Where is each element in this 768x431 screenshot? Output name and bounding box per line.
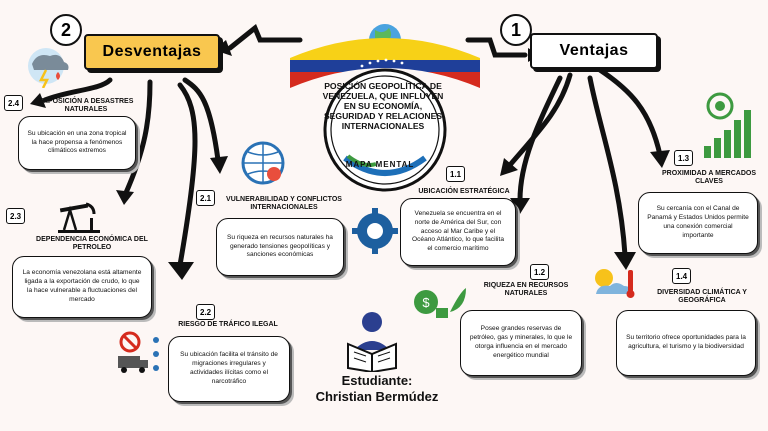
badge-2-3: 2.3: [6, 208, 26, 224]
storm-icon: [28, 48, 69, 88]
badge-1-4: 1.4: [672, 268, 692, 284]
student-name: Christian Bermúdez: [315, 388, 439, 404]
right-branch-number: 1: [500, 14, 532, 46]
heading-2-3: DEPENDENCIA ECONÓMICA DEL PETROLEO: [36, 236, 148, 252]
student-label: Estudiante:: [341, 373, 413, 388]
heading-1-2: RIQUEZA EN RECURSOS NATURALES: [483, 282, 569, 298]
desventajas-title: Desventajas: [84, 34, 220, 70]
card-1-2: Posee grandes reservas de petróleo, gas …: [460, 310, 582, 376]
badge-1-1: 1.1: [446, 166, 466, 182]
central-emblem: [290, 24, 480, 192]
svg-text:$: $: [422, 295, 430, 310]
card-2-2: Su ubicación facilita el tránsito de mig…: [168, 336, 290, 402]
card-2-1: Su riqueza en recursos naturales ha gene…: [216, 218, 344, 276]
card-1-3: Su cercanía con el Canal de Panamá y Est…: [638, 192, 758, 254]
heading-2-1: VULNERABILIDAD Y CONFLICTOS INTERNACIONA…: [226, 196, 342, 212]
card-2-3: La economía venezolana está altamente li…: [12, 256, 152, 318]
card-1-4: Su territorio ofrece oportunidades para …: [616, 310, 756, 376]
center-label: MAPA MENTAL: [345, 160, 415, 169]
ventajas-title: Ventajas: [530, 33, 658, 69]
target-growth-icon: [704, 92, 751, 158]
heading-2-2: RIESGO DE TRÁFICO ILEGAL: [178, 321, 278, 328]
student-block: Estudiante: Christian Bermúdez: [302, 373, 452, 404]
oil-pump-icon: [58, 202, 100, 233]
badge-2-1: 2.1: [196, 190, 216, 206]
badge-2-2: 2.2: [196, 304, 216, 320]
reader-icon: [347, 312, 397, 372]
heading-1-4: DIVERSIDAD CLIMÁTICA Y GEOGRÁFICA: [657, 289, 747, 305]
badge-1-3: 1.3: [674, 150, 694, 166]
no-truck-icon: [118, 331, 159, 373]
heading-1-3: PROXIMIDAD A MERCADOS CLAVES: [662, 170, 756, 186]
weather-icon: [595, 269, 635, 298]
center-title: POSICIÓN GEOPOLÍTICA DE VENEZUELA, QUE I…: [322, 81, 444, 131]
left-branch-number: 2: [50, 14, 82, 46]
badge-2-4: 2.4: [4, 95, 24, 111]
gear-hands-icon: [352, 208, 398, 254]
card-2-4: Su ubicación en una zona tropical la hac…: [18, 116, 136, 170]
badge-1-2: 1.2: [530, 264, 550, 280]
heading-2-4: EXPOSICIÓN A DESASTRES NATURALES: [38, 98, 134, 114]
heading-1-1: UBICACIÓN ESTRATÉGICA: [418, 188, 510, 195]
globe-gear-icon: [241, 141, 285, 185]
money-leaf-icon: $: [414, 288, 466, 318]
card-1-1: Venezuela se encuentra en el norte de Am…: [400, 198, 516, 266]
